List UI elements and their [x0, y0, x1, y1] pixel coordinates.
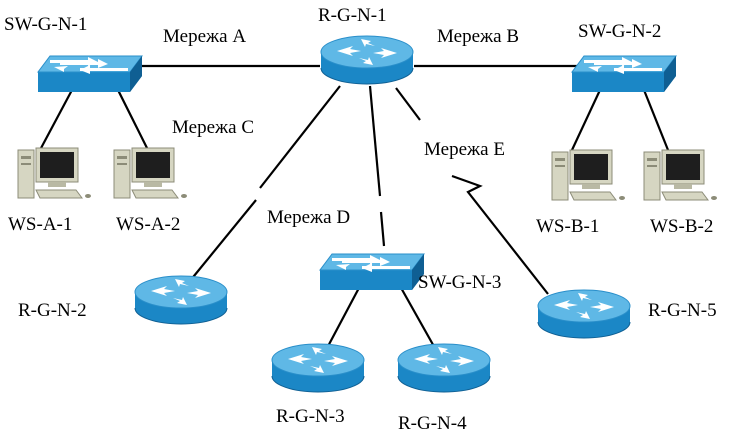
label-network-b: Мережа B [437, 26, 519, 47]
link-r1-r5-a [395, 87, 421, 121]
router-r3[interactable] [271, 343, 365, 393]
link-r1-r5-b [451, 174, 549, 295]
switch-sw3[interactable] [319, 253, 425, 291]
label-network-a: Мережа A [163, 26, 246, 47]
label-sw1: SW-G-N-1 [4, 14, 87, 35]
label-wsb2: WS-B-2 [650, 216, 713, 237]
label-sw3: SW-G-N-3 [418, 272, 501, 293]
label-r1: R-G-N-1 [318, 5, 387, 26]
link-r1-sw3-a [368, 85, 382, 197]
workstation-icon [551, 149, 626, 201]
link-sw1-wsa2 [117, 89, 149, 151]
link-r1-r2-a [259, 85, 341, 189]
link-r1-sw3-b [379, 211, 386, 247]
workstation-icon [113, 147, 188, 199]
links [39, 64, 670, 351]
label-wsa1: WS-A-1 [8, 214, 72, 235]
switch-icon [571, 55, 677, 93]
label-wsa2: WS-A-2 [116, 214, 180, 235]
workstation-wsb2[interactable] [643, 149, 718, 201]
workstation-wsb1[interactable] [551, 149, 626, 201]
label-sw2: SW-G-N-2 [578, 21, 661, 42]
switch-icon [37, 55, 143, 93]
switch-sw1[interactable] [37, 55, 143, 93]
router-r2[interactable] [134, 275, 228, 325]
router-r4[interactable] [397, 343, 491, 393]
label-r3: R-G-N-3 [276, 406, 345, 427]
switch-icon [319, 253, 425, 291]
label-r4: R-G-N-4 [398, 413, 467, 434]
link-r1-r2-b [184, 199, 257, 288]
label-network-c: Мережа C [172, 117, 254, 138]
link-sw2-wsb1 [571, 89, 601, 151]
router-icon [397, 343, 491, 393]
router-icon [537, 289, 631, 339]
link-sw3-r3 [325, 285, 361, 351]
label-r2: R-G-N-2 [18, 300, 87, 321]
router-icon [271, 343, 365, 393]
workstation-wsa1[interactable] [17, 147, 92, 199]
link-sw1-wsa1 [39, 89, 73, 151]
link-sw3-r4 [399, 285, 437, 351]
router-icon [134, 275, 228, 325]
switch-sw2[interactable] [571, 55, 677, 93]
label-network-d: Мережа D [267, 207, 350, 228]
router-r1[interactable] [320, 35, 414, 85]
label-r5: R-G-N-5 [648, 300, 717, 321]
link-sw2-wsb2 [642, 89, 670, 151]
router-r5[interactable] [537, 289, 631, 339]
workstation-icon [643, 149, 718, 201]
label-network-e: Мережа E [424, 139, 505, 160]
label-wsb1: WS-B-1 [536, 216, 599, 237]
workstation-wsa2[interactable] [113, 147, 188, 199]
workstation-icon [17, 147, 92, 199]
router-icon [320, 35, 414, 85]
